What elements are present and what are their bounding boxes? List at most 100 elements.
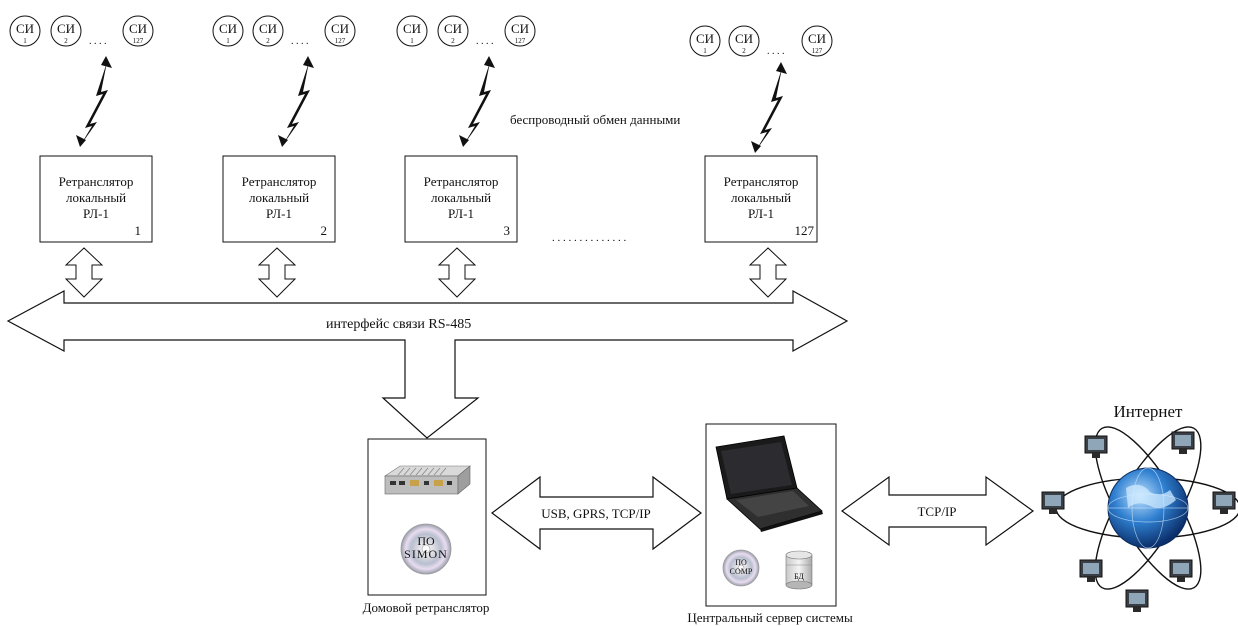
hardware-unit-icon [384, 465, 471, 495]
svg-text:СИ: СИ [219, 21, 237, 36]
relay-number: 3 [504, 223, 511, 238]
svg-text:СИ: СИ [129, 21, 147, 36]
svg-text:локальный: локальный [66, 190, 126, 205]
svg-text:Ретранслятор: Ретранслятор [424, 174, 499, 189]
svg-text:СИ: СИ [735, 31, 753, 46]
software-disc-icon [400, 523, 452, 575]
rs485-bus [6, 289, 849, 439]
meter-group-3: СИ 1 СИ 2 . . . . СИ 127 [396, 15, 536, 47]
svg-text:2: 2 [64, 37, 68, 45]
wireless-link-1 [76, 56, 112, 147]
meter-circle: СИ 127 [122, 15, 154, 47]
home-relay-caption: Домовой ретранслятор [363, 600, 490, 615]
lightning-arrowhead [484, 56, 495, 68]
internet-link-label: TCP/IP [917, 504, 956, 519]
meter-circle: СИ 2 [50, 15, 82, 47]
svg-text:2: 2 [742, 47, 746, 55]
svg-text:1: 1 [226, 37, 230, 45]
lightning-arrowhead [278, 135, 288, 147]
database-label: БД [794, 572, 804, 581]
database-icon [785, 550, 813, 590]
computer-node-icon [1169, 559, 1193, 582]
wireless-link-2 [278, 56, 314, 147]
central-server-box: ПО СОМР БД [705, 423, 837, 607]
meter-circle: СИ 1 [9, 15, 41, 47]
svg-text:Ретранслятор: Ретранслятор [242, 174, 317, 189]
meter-circle: СИ 1 [396, 15, 428, 47]
svg-text:2: 2 [451, 37, 455, 45]
relay-number: 2 [321, 223, 328, 238]
svg-text:РЛ-1: РЛ-1 [266, 206, 292, 221]
lightning-arrowhead [751, 141, 761, 153]
computer-node-icon [1084, 435, 1108, 458]
relay-gap-dots: . . . . . . . . . . . . . . [552, 232, 627, 244]
internet-network-icon [1041, 426, 1238, 612]
svg-text:локальный: локальный [249, 190, 309, 205]
relay-local-2: Ретранслятор локальный РЛ-1 2 [222, 155, 336, 243]
link-arrow-tcpip [840, 475, 1035, 547]
svg-text:Ретранслятор: Ретранслятор [59, 174, 134, 189]
meter-circle: СИ 127 [504, 15, 536, 47]
relay-bus-arrow-127 [748, 247, 788, 298]
computer-node-icon [1125, 589, 1149, 612]
wireless-label: беспроводный обмен данными [510, 112, 680, 127]
computer-node-icon [1212, 491, 1236, 514]
svg-text:СИ: СИ [403, 21, 421, 36]
computer-node-icon [1041, 491, 1065, 514]
meter-circle: СИ 1 [212, 15, 244, 47]
svg-text:127: 127 [133, 37, 144, 45]
svg-text:СИ: СИ [696, 31, 714, 46]
relay-local-1: Ретранслятор локальный РЛ-1 1 [39, 155, 153, 243]
svg-text:1: 1 [410, 37, 414, 45]
meter-group-2: СИ 1 СИ 2 . . . . СИ 127 [212, 15, 356, 47]
software-name: SIMON [404, 547, 448, 561]
lightning-arrowhead [101, 56, 112, 68]
software-label: ПО [735, 558, 747, 567]
meter-circle: СИ 1 [689, 25, 721, 57]
svg-text:РЛ-1: РЛ-1 [83, 206, 109, 221]
svg-text:1: 1 [703, 47, 707, 55]
software-disc-icon [722, 549, 760, 587]
svg-text:СИ: СИ [808, 31, 826, 46]
home-relay-box: ПО SIMON [367, 438, 487, 596]
lightning-arrowhead [776, 62, 787, 74]
lightning-arrowhead [76, 135, 86, 147]
server-caption: Центральный сервер системы [687, 610, 853, 625]
laptop-icon [715, 435, 823, 532]
lightning-arrowhead [459, 135, 469, 147]
internet-label: Интернет [1114, 402, 1183, 421]
relay-number: 127 [795, 223, 815, 238]
svg-text:СИ: СИ [16, 21, 34, 36]
computer-node-icon [1171, 431, 1195, 454]
software-label: ПО [417, 534, 435, 548]
svg-text:127: 127 [812, 47, 823, 55]
lightning-arrowhead [303, 56, 314, 68]
svg-text:Ретранслятор: Ретранслятор [724, 174, 799, 189]
meter-ellipsis: . . . . [767, 46, 785, 57]
svg-text:127: 127 [335, 37, 346, 45]
software-name: СОМР [730, 567, 753, 576]
meter-circle: СИ 2 [437, 15, 469, 47]
relay-local-3: Ретранслятор локальный РЛ-1 3 [404, 155, 518, 243]
svg-text:СИ: СИ [57, 21, 75, 36]
svg-text:1: 1 [23, 37, 27, 45]
svg-text:СИ: СИ [259, 21, 277, 36]
svg-text:СИ: СИ [331, 21, 349, 36]
svg-text:СИ: СИ [444, 21, 462, 36]
svg-text:РЛ-1: РЛ-1 [448, 206, 474, 221]
globe-icon [1107, 467, 1189, 549]
wireless-link-4 [751, 62, 787, 153]
relay-number: 1 [135, 223, 142, 238]
svg-text:2: 2 [266, 37, 270, 45]
meter-circle: СИ 127 [801, 25, 833, 57]
meter-ellipsis: . . . . [476, 36, 494, 47]
bus-label: интерфейс связи RS-485 [326, 317, 471, 332]
svg-text:локальный: локальный [731, 190, 791, 205]
meter-circle: СИ 2 [728, 25, 760, 57]
wireless-link-3 [459, 56, 495, 147]
svg-text:РЛ-1: РЛ-1 [748, 206, 774, 221]
svg-text:127: 127 [515, 37, 526, 45]
link-arrow-usb-gprs [491, 475, 702, 551]
meter-circle: СИ 127 [324, 15, 356, 47]
